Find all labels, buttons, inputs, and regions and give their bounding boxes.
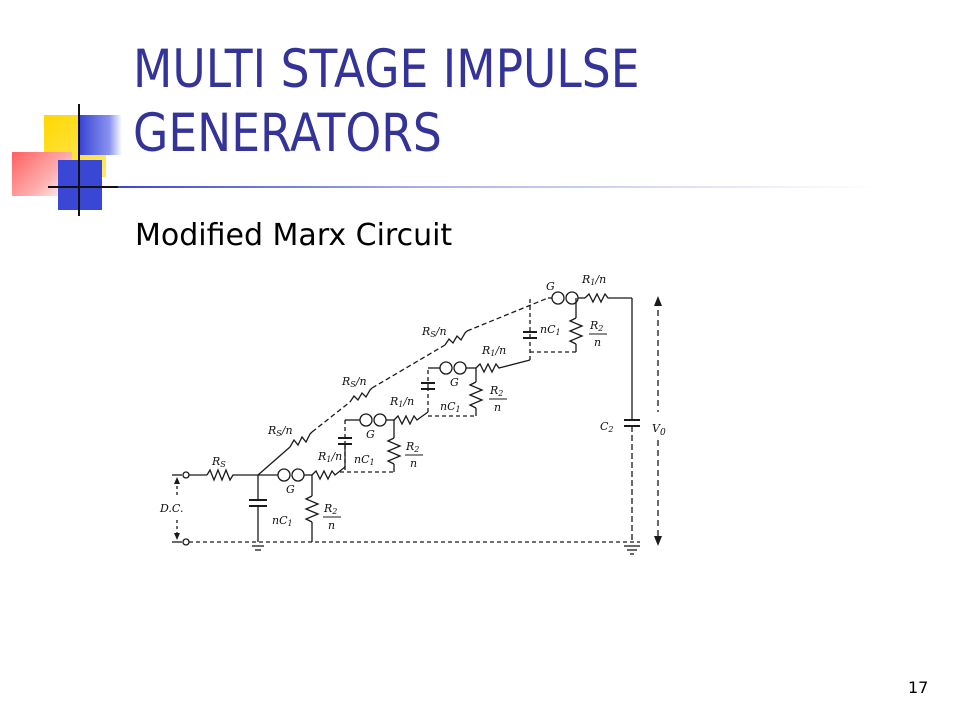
label-rs-n-2: RS/n	[341, 375, 367, 389]
title-line-2: GENERATORS	[133, 103, 442, 164]
svg-text:n: n	[494, 401, 501, 414]
label-nc1-2: nC1	[354, 453, 375, 467]
label-gap-1: G	[286, 483, 295, 496]
slide-title: MULTI STAGE IMPULSE GENERATORS	[133, 38, 821, 166]
title-line-1: MULTI STAGE IMPULSE	[133, 39, 640, 100]
resistor-r1-1	[311, 466, 346, 481]
resistor-r2-1	[304, 495, 320, 523]
spark-gap-4a	[551, 291, 565, 305]
label-r2-2: R2 n	[405, 440, 423, 470]
page-number: 17	[908, 678, 929, 697]
output-load	[252, 298, 640, 555]
resistor-r2-3	[468, 381, 484, 409]
spark-gap-2a	[359, 413, 373, 427]
label-r1-n-1: R1/n	[317, 450, 342, 464]
label-r2-3: R2 n	[489, 384, 507, 414]
svg-text:R2: R2	[489, 384, 503, 398]
spark-gap-3b	[453, 361, 467, 375]
spark-gap-1b	[291, 468, 305, 482]
spark-gap-3a	[439, 361, 453, 375]
stage-4	[523, 291, 632, 353]
label-nc1-4: nC1	[540, 323, 561, 337]
input-terminals	[172, 471, 640, 546]
resistor-r1-3	[475, 359, 531, 374]
svg-text:R2: R2	[589, 319, 603, 333]
resistor-r2-2	[386, 437, 402, 465]
resistor-rs-n-1	[289, 431, 313, 448]
stage-2	[338, 388, 429, 473]
label-gap-4: G	[546, 280, 555, 293]
slide-subtitle: Modified Marx Circuit	[135, 218, 453, 253]
label-v0: V0	[652, 422, 666, 438]
title-underline	[118, 186, 878, 188]
decor-vertical-line	[78, 104, 80, 216]
svg-text:R2: R2	[405, 440, 419, 454]
resistor-r2-4	[568, 317, 584, 345]
rs-n-chain	[257, 297, 549, 476]
label-nc1-1: nC1	[272, 514, 293, 528]
label-gap-3: G	[450, 376, 459, 389]
svg-text:R2: R2	[323, 502, 337, 516]
resistor-rs	[206, 468, 258, 482]
label-c2: C2	[600, 420, 614, 434]
resistor-r1-out	[584, 292, 632, 304]
svg-text:n: n	[410, 457, 417, 470]
label-gap-2: G	[366, 428, 375, 441]
svg-text:n: n	[594, 336, 601, 349]
label-rs-n-3: RS/n	[421, 325, 447, 339]
spark-gap-2b	[373, 413, 387, 427]
label-rs: RS	[211, 455, 226, 469]
decor-horizontal-line-dark	[48, 186, 118, 188]
resistor-rs-n-2	[349, 387, 373, 403]
label-dc: D.C.	[159, 502, 183, 515]
circuit-labels: RS RS/n RS/n RS/n R1/n R1/n R1/n R1/n R2…	[159, 273, 666, 532]
label-r2-4: R2 n	[589, 319, 607, 349]
label-r1-n-out: R1/n	[581, 273, 606, 287]
resistor-r1-2	[393, 411, 429, 426]
input-terminal-bottom	[182, 538, 190, 546]
label-r1-n-2: R1/n	[389, 395, 414, 409]
input-terminal-top	[182, 471, 190, 479]
stage-3	[421, 338, 531, 417]
label-r1-n-3: R1/n	[481, 344, 506, 358]
resistor-rs-n-3	[444, 330, 468, 346]
decor-blue-gradient	[80, 115, 122, 155]
spark-gap-1a	[277, 468, 291, 482]
label-rs-n-1: RS/n	[267, 424, 293, 438]
svg-text:n: n	[328, 519, 335, 532]
decor-blue-square	[58, 160, 102, 210]
label-r2-1: R2 n	[323, 502, 341, 532]
v0-arrow	[654, 296, 662, 546]
label-nc1-3: nC1	[440, 400, 461, 414]
